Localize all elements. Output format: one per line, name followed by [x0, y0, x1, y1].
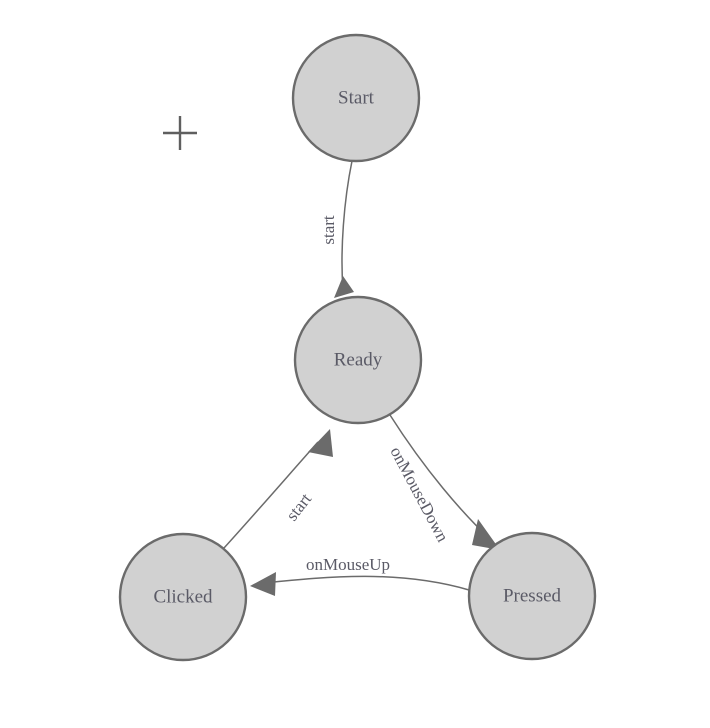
arrowhead-icon: [308, 429, 333, 457]
arrowhead-icon: [472, 519, 500, 550]
edge-line: [341, 160, 353, 291]
edge-label: start: [282, 489, 315, 524]
edge-start-to-ready[interactable]: start: [319, 160, 354, 298]
state-node-pressed[interactable]: Pressed: [467, 531, 597, 661]
edge-ready-to-pressed[interactable]: onMouseDown: [386, 414, 500, 550]
state-node-circle[interactable]: [291, 33, 421, 163]
state-node-clicked[interactable]: Clicked: [118, 532, 248, 662]
state-node-label: Clicked: [153, 586, 213, 607]
arrowhead-icon: [250, 572, 276, 596]
arrowhead-icon: [334, 276, 354, 298]
edge-clicked-to-ready[interactable]: start: [223, 429, 333, 549]
edge-line: [263, 575, 470, 591]
state-node-label: Ready: [334, 349, 383, 370]
state-node-ready[interactable]: Ready: [293, 295, 423, 425]
state-node-label: Pressed: [503, 585, 562, 606]
state-node-label: Start: [338, 87, 375, 108]
state-node-circle[interactable]: [118, 532, 248, 662]
state-node-circle[interactable]: [293, 295, 423, 425]
overlay-layer: [163, 116, 197, 150]
crosshair-icon: [163, 116, 197, 150]
state-node-start[interactable]: Start: [291, 33, 421, 163]
edge-pressed-to-clicked[interactable]: onMouseUp: [250, 555, 470, 596]
edge-label: start: [319, 215, 338, 245]
state-node-circle[interactable]: [467, 531, 597, 661]
edge-label: onMouseUp: [306, 555, 390, 574]
